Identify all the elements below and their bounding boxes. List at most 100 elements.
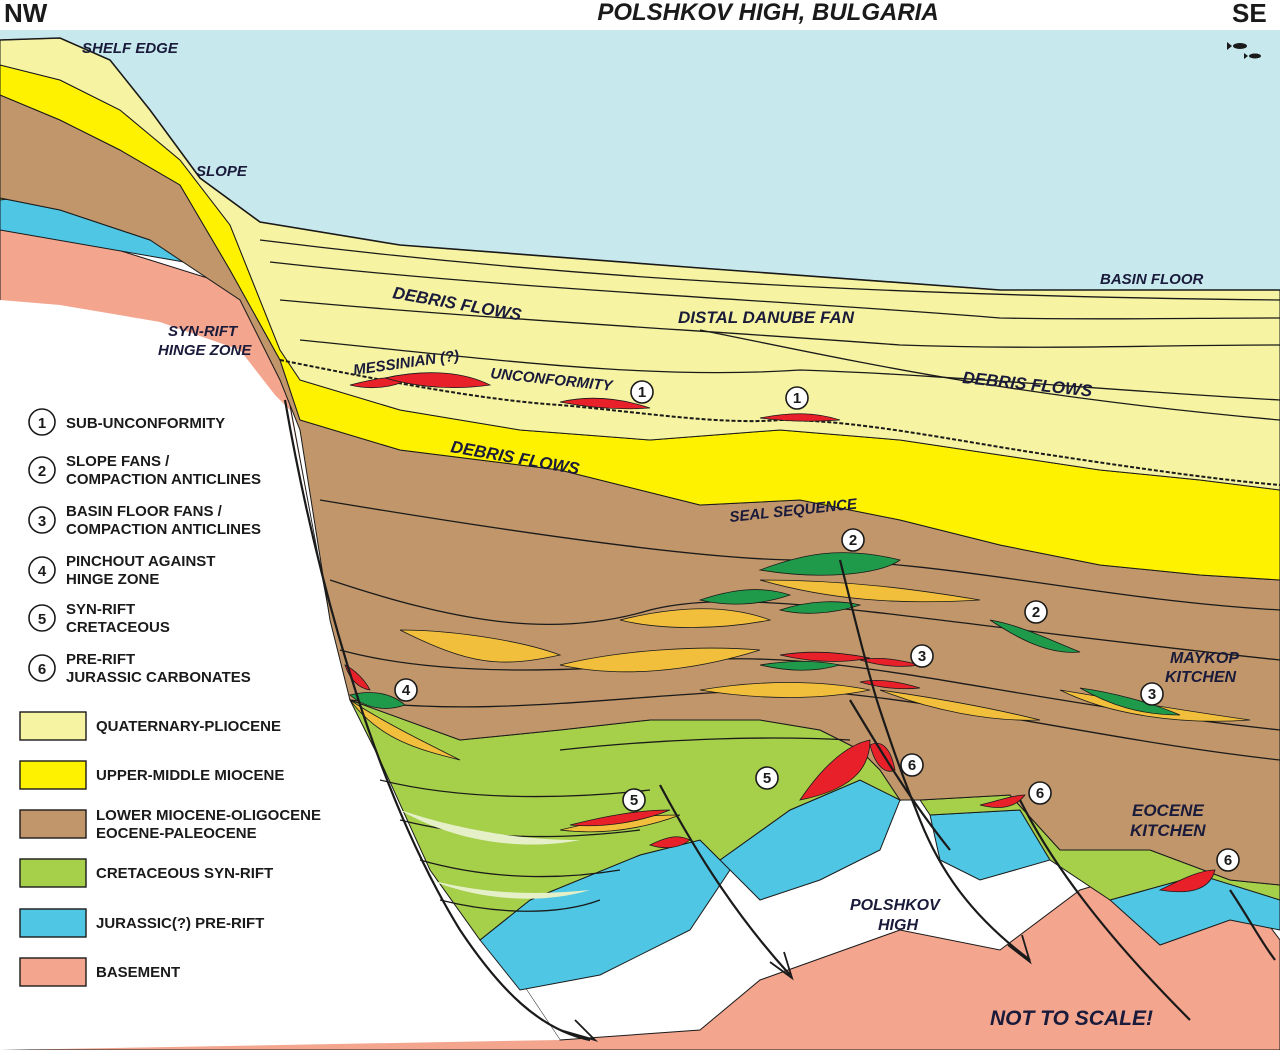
svg-text:4: 4 (402, 682, 411, 699)
play-legend-circle (28, 556, 56, 584)
play-marker: 3 (1140, 682, 1164, 706)
direction-nw: NW (4, 0, 48, 28)
unit-legend-item: UPPER-MIDDLE MIOCENE (19, 760, 284, 790)
play-legend-circle (28, 456, 56, 484)
play-legend-number: 1 (38, 415, 46, 432)
play-legend-label: PINCHOUT AGAINST (66, 553, 215, 570)
play-legend-circle (28, 654, 56, 682)
play-legend-circle (28, 604, 56, 632)
svg-text:2: 2 (1032, 604, 1040, 621)
label-slope: SLOPE (196, 163, 248, 180)
label-not-to-scale: NOT TO SCALE! (990, 1007, 1153, 1030)
label-shelf-edge: SHELF EDGE (82, 40, 179, 57)
play-legend-label: BASIN FLOOR FANS / (66, 503, 223, 520)
play-marker: 1 (785, 386, 809, 410)
fish-icon (1227, 42, 1261, 59)
svg-text:3: 3 (1148, 686, 1156, 703)
unit-swatch (19, 858, 87, 888)
play-legend-label-2: JURASSIC CARBONATES (66, 669, 251, 686)
play-legend-label: SYN-RIFT (66, 601, 135, 618)
label-polshkov-high: HIGH (878, 917, 918, 934)
svg-text:5: 5 (630, 792, 638, 809)
label-hinge-zone: HINGE ZONE (158, 342, 252, 359)
unit-legend-item: BASEMENT (19, 957, 180, 987)
play-marker: 5 (755, 766, 779, 790)
unit-swatch (19, 908, 87, 938)
play-marker: 6 (900, 753, 924, 777)
label-basin-floor: BASIN FLOOR (1100, 271, 1203, 288)
play-legend-label-2: HINGE ZONE (66, 571, 159, 588)
unit-legend-item: JURASSIC(?) PRE-RIFT (19, 908, 264, 938)
play-marker: 6 (1216, 848, 1240, 872)
play-legend-item: 2 SLOPE FANS /COMPACTION ANTICLINES (28, 453, 261, 488)
unmapped-area (0, 300, 560, 1050)
play-legend-item: 1 SUB-UNCONFORMITY (28, 408, 225, 436)
unit-swatch (19, 957, 87, 987)
play-marker: 5 (622, 788, 646, 812)
unit-legend-label: CRETACEOUS SYN-RIFT (96, 865, 273, 882)
label-distal-danube-fan: DISTAL DANUBE FAN (678, 308, 855, 327)
play-legend-label: PRE-RIFT (66, 651, 135, 668)
label-eocene: EOCENE (1132, 801, 1204, 820)
play-legend-circle (28, 408, 56, 436)
seafloor-line (0, 37, 1280, 291)
svg-text:2: 2 (849, 532, 857, 549)
play-legend-number: 4 (38, 563, 47, 580)
play-legend-number: 3 (38, 513, 46, 530)
play-legend-label-2: COMPACTION ANTICLINES (66, 521, 261, 538)
faults (283, 399, 1276, 1042)
unit-legend-item: QUATERNARY-PLIOCENE (19, 711, 281, 741)
unit-swatch (19, 760, 87, 790)
label-eocene-kitchen: KITCHEN (1130, 821, 1206, 840)
svg-text:6: 6 (908, 757, 916, 774)
svg-text:5: 5 (763, 770, 771, 787)
play-legend-number: 2 (38, 463, 46, 480)
svg-text:6: 6 (1224, 852, 1232, 869)
svg-text:3: 3 (918, 648, 926, 665)
unit-swatch (19, 711, 87, 741)
play-legend-number: 5 (38, 611, 46, 628)
play-legend-circle (28, 506, 56, 534)
unit-legend-item: CRETACEOUS SYN-RIFT (19, 858, 273, 888)
play-marker: 2 (1024, 600, 1048, 624)
play-legend-number: 6 (38, 661, 46, 678)
unit-swatch (19, 809, 87, 839)
label-syn-rift: SYN-RIFT (168, 323, 239, 340)
cretaceous-sand-bands (400, 810, 590, 899)
play-legend-label: SUB-UNCONFORMITY (66, 415, 225, 432)
label-maykop-kitchen: KITCHEN (1165, 669, 1237, 686)
fault-arrows (559, 934, 1032, 1042)
diagram-title: POLSHKOV HIGH, BULGARIA (597, 0, 938, 26)
sea-water (0, 30, 1280, 290)
play-legend-label-2: CRETACEOUS (66, 619, 170, 636)
play-legend-label: SLOPE FANS / (66, 453, 170, 470)
play-marker: 6 (1028, 781, 1052, 805)
gas-traps (349, 552, 1181, 716)
play-marker: 4 (394, 678, 418, 702)
direction-se: SE (1232, 0, 1267, 28)
section-play-markers: 1 1 2 2 3 3 4 5 5 6 6 6 (394, 380, 1240, 872)
play-marker: 1 (630, 380, 654, 404)
unit-legend-label-2: EOCENE-PALEOCENE (96, 825, 257, 842)
play-marker: 3 (910, 644, 934, 668)
unit-legend-label: QUATERNARY-PLIOCENE (96, 718, 281, 735)
label-polshkov: POLSHKOV (850, 897, 941, 914)
play-legend-label-2: COMPACTION ANTICLINES (66, 471, 261, 488)
label-maykop: MAYKOP (1170, 650, 1239, 667)
svg-text:1: 1 (638, 384, 646, 401)
unit-legend-label: UPPER-MIDDLE MIOCENE (96, 767, 284, 784)
reservoir-fans (349, 579, 1251, 833)
unit-legend-label: LOWER MIOCENE-OLIGOCENE (96, 807, 321, 824)
svg-text:6: 6 (1036, 785, 1044, 802)
play-legend-item: 3 BASIN FLOOR FANS /COMPACTION ANTICLINES (28, 503, 261, 538)
svg-text:1: 1 (793, 390, 801, 407)
unit-legend: QUATERNARY-PLIOCENE UPPER-MIDDLE MIOCENE L… (19, 711, 321, 987)
play-marker: 2 (841, 528, 865, 552)
